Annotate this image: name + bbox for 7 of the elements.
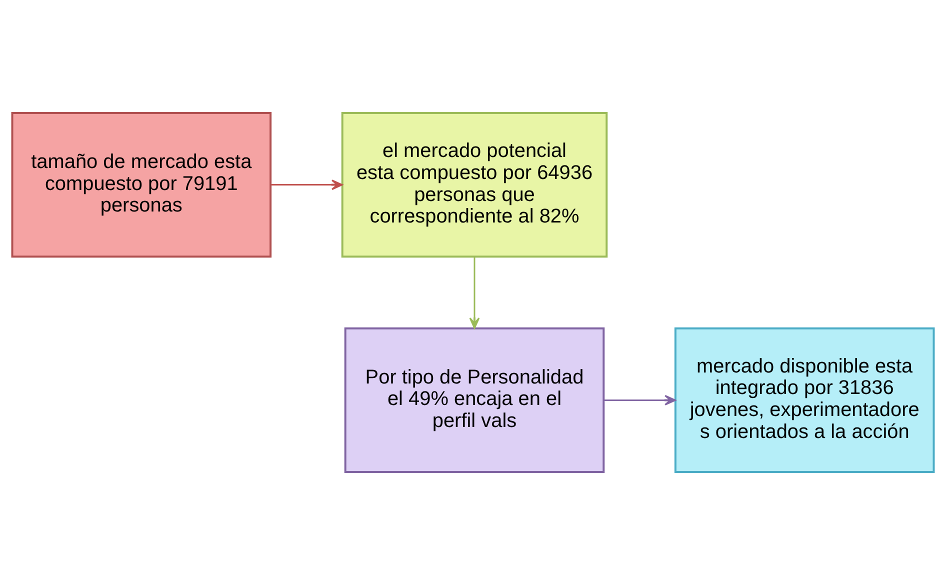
- node-box: Por tipo de Personalidad el 49% encaja en el perfil vals: [344, 326, 605, 472]
- node-box: tamaño de mercado esta compuesto por 79191 personas: [11, 112, 272, 258]
- arrow: [270, 179, 343, 190]
- arrow: [604, 394, 676, 405]
- arrow: [469, 256, 480, 328]
- node-box: el mercado potencial esta compuesto por 64936 personas que correspondiente al 82%: [341, 112, 608, 258]
- node-box: mercado disponible esta integrado por 31836 jovenes, experimentadore s orientados a la acción: [674, 326, 935, 472]
